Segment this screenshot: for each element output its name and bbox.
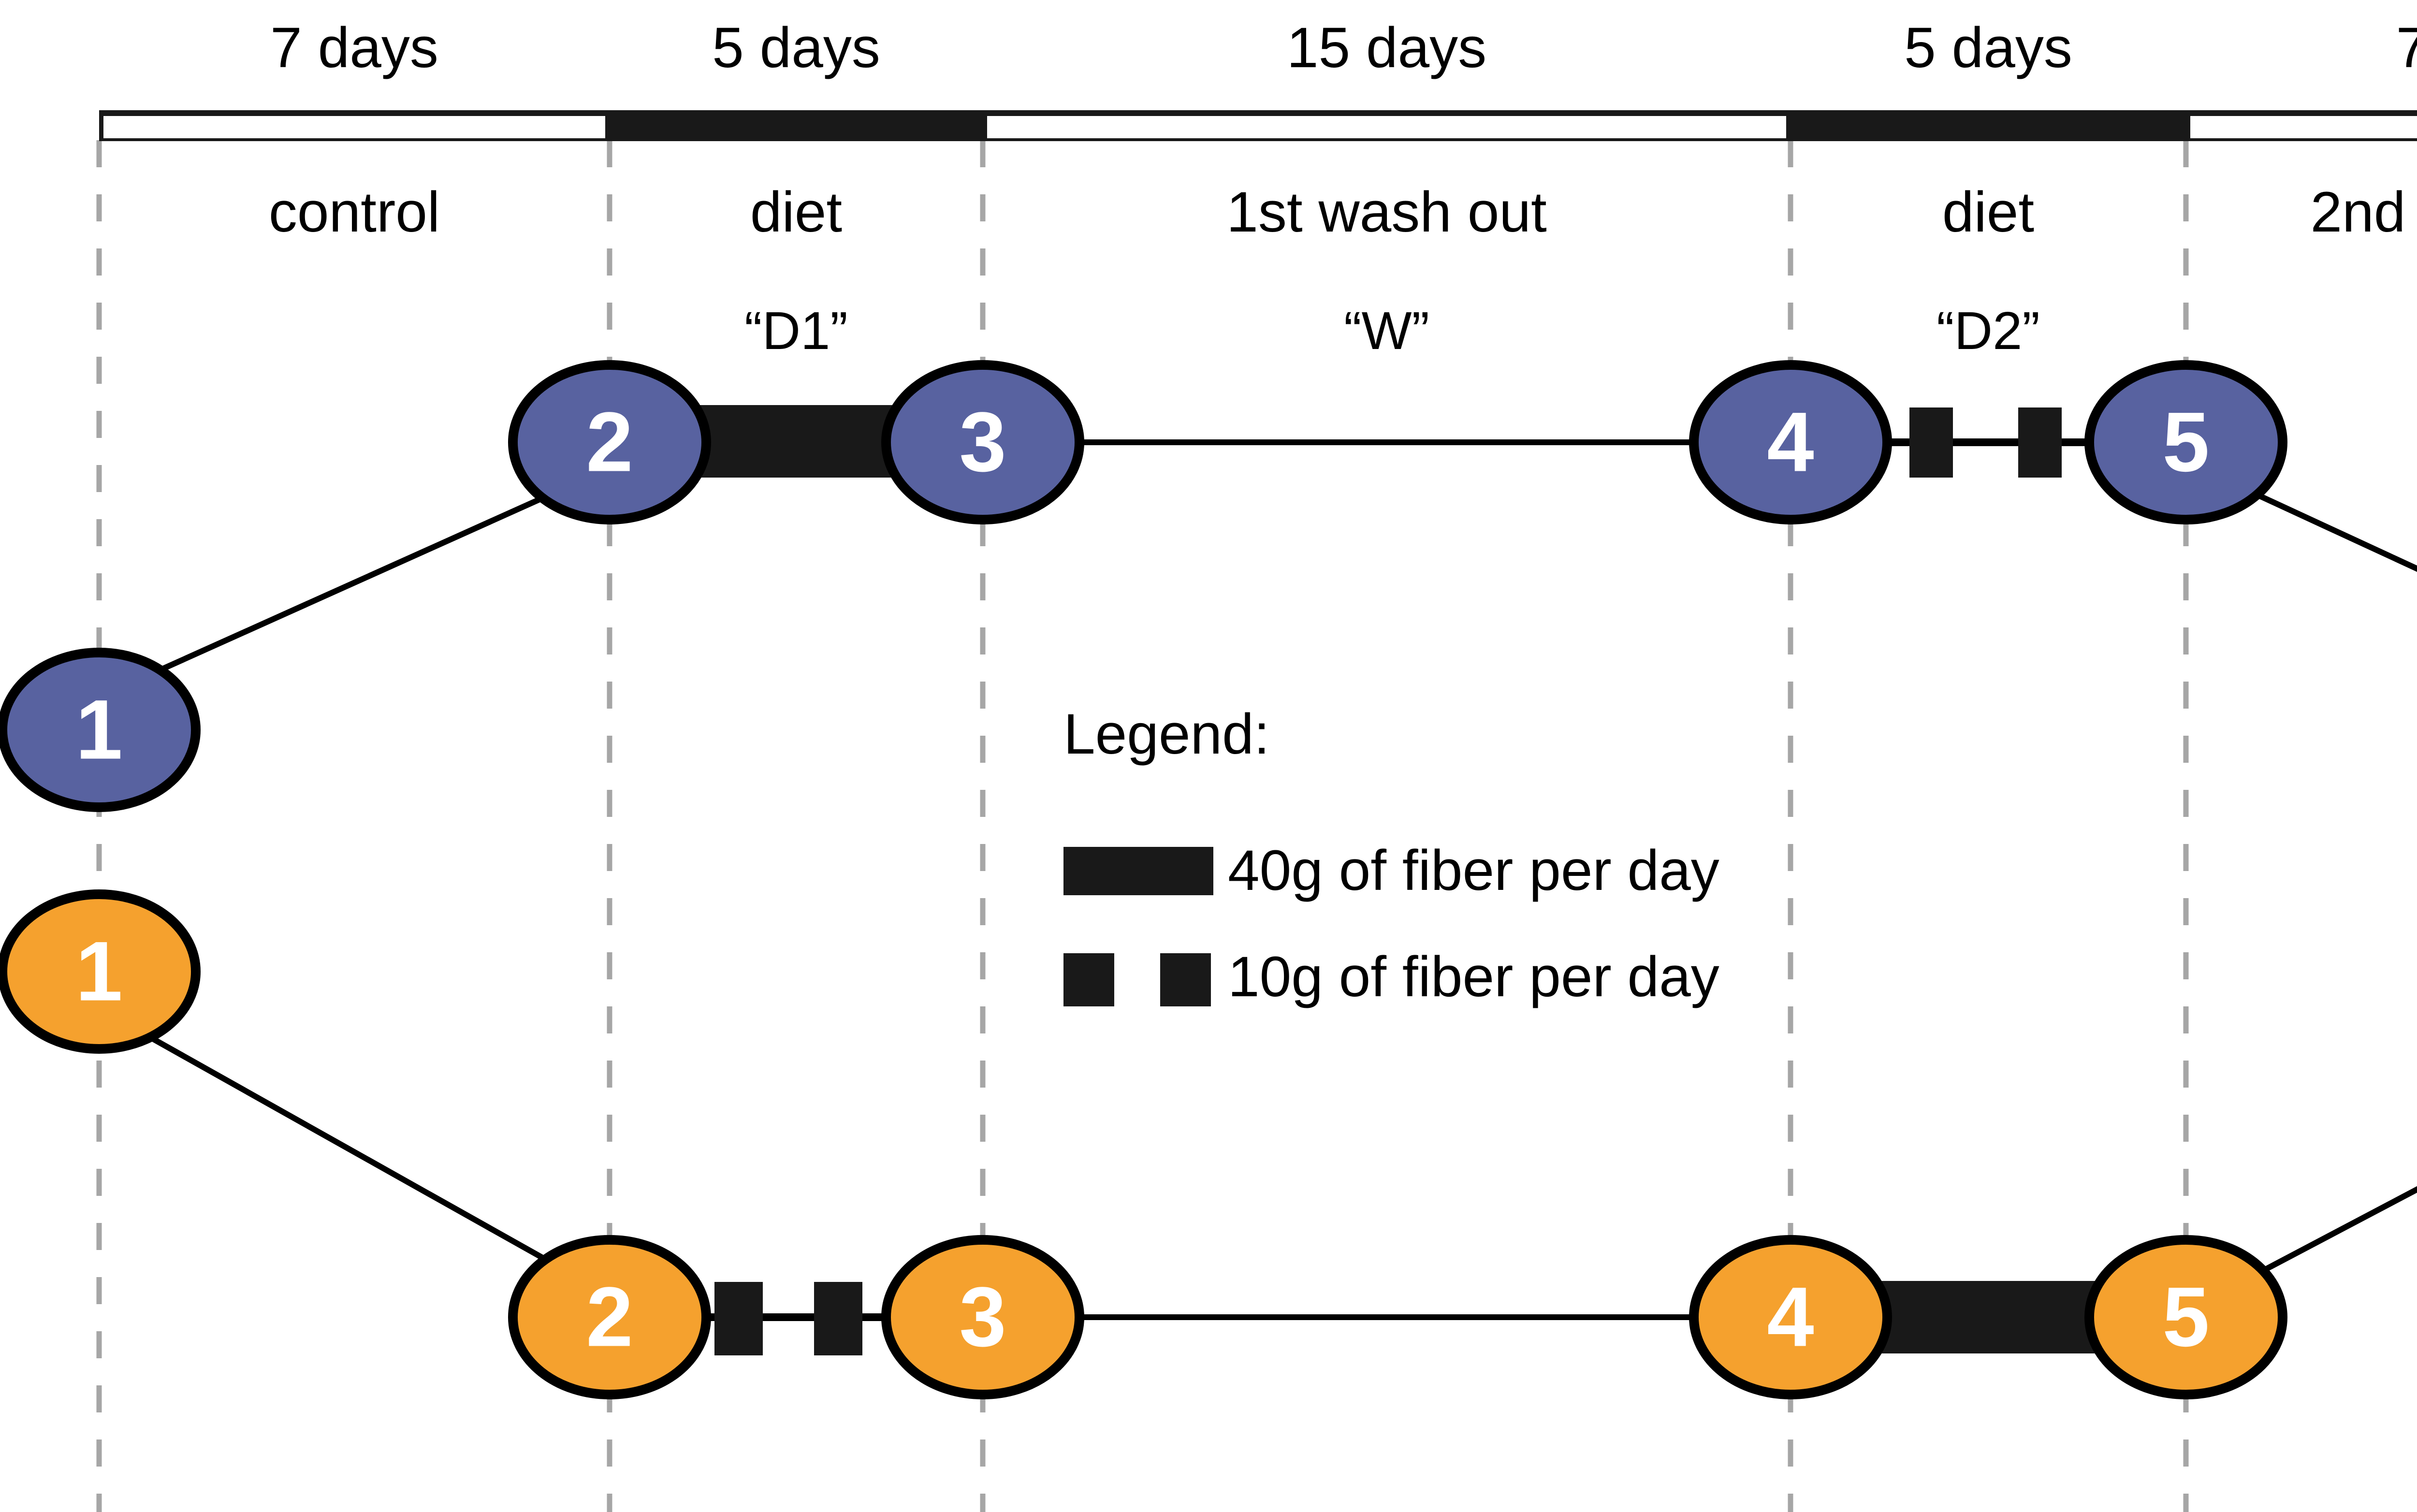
phase-label-w: “W” (1343, 301, 1430, 361)
legend-swatches (1063, 847, 1213, 1006)
timeline-seg-diet1 (610, 110, 983, 141)
edge-blue-4-5-dash-b (2018, 407, 2062, 478)
node-blue-2[interactable] (508, 360, 711, 524)
orange-arm-nodes (0, 889, 2287, 1399)
edge-orange-4-5-thick (1847, 1281, 2132, 1353)
timeline-seg-washout2 (2190, 116, 2417, 138)
period-label-washout-1: 1st wash out (1226, 180, 1547, 244)
node-orange-3[interactable] (881, 1235, 1084, 1399)
period-label-diet-2: diet (1942, 180, 2035, 244)
timeline-seg-diet2 (1791, 110, 2186, 141)
timeline-bar (99, 110, 2417, 141)
edge-orange-5-6 (2251, 1186, 2417, 1279)
edge-blue-5-6 (2242, 485, 2417, 572)
legend-swatch-solid-bar (1063, 847, 1213, 895)
legend-item-0-label: 40g of fiber per day (1228, 839, 1719, 902)
period-label-diet-1: diet (750, 180, 843, 244)
blue-arm-edges (144, 405, 2417, 680)
node-orange-1[interactable] (0, 889, 201, 1054)
period-label-washout-2: 2nd wash out (2310, 180, 2417, 244)
legend-swatch-dashed-bar-a (1063, 953, 1114, 1006)
node-orange-4[interactable] (1689, 1235, 1892, 1399)
legend-title: Legend: (1063, 702, 1270, 766)
orange-arm-edges (144, 1032, 2417, 1355)
node-blue-4[interactable] (1689, 360, 1892, 524)
edge-blue-4-5-dash-a (1909, 407, 1953, 478)
edge-orange-2-3-dash-a (714, 1282, 763, 1355)
blue-arm-nodes (0, 360, 2287, 812)
node-blue-1[interactable] (0, 648, 201, 812)
edge-orange-2-3-dash-b (814, 1282, 862, 1355)
node-blue-5[interactable] (2084, 360, 2287, 524)
duration-label-0: 7 days (270, 16, 438, 80)
duration-label-4: 7 days (2396, 16, 2417, 80)
node-orange-2[interactable] (508, 1235, 711, 1399)
duration-label-2: 15 days (1286, 16, 1487, 80)
phase-label-d2: “D2” (1937, 301, 2040, 361)
legend-swatch-dashed-bar-b (1160, 953, 1211, 1006)
duration-label-3: 5 days (1904, 16, 2072, 80)
phase-label-d1: “D1” (744, 301, 848, 361)
node-orange-5[interactable] (2084, 1235, 2287, 1399)
legend-item-1-label: 10g of fiber per day (1228, 945, 1719, 1009)
period-label-control: control (268, 180, 440, 244)
timeline-seg-washout1 (987, 116, 1786, 138)
node-blue-3[interactable] (881, 360, 1084, 524)
timeline-seg-control (103, 116, 605, 138)
edge-orange-1-2 (144, 1032, 577, 1279)
edge-blue-1-2 (144, 480, 577, 680)
duration-label-1: 5 days (712, 16, 880, 80)
